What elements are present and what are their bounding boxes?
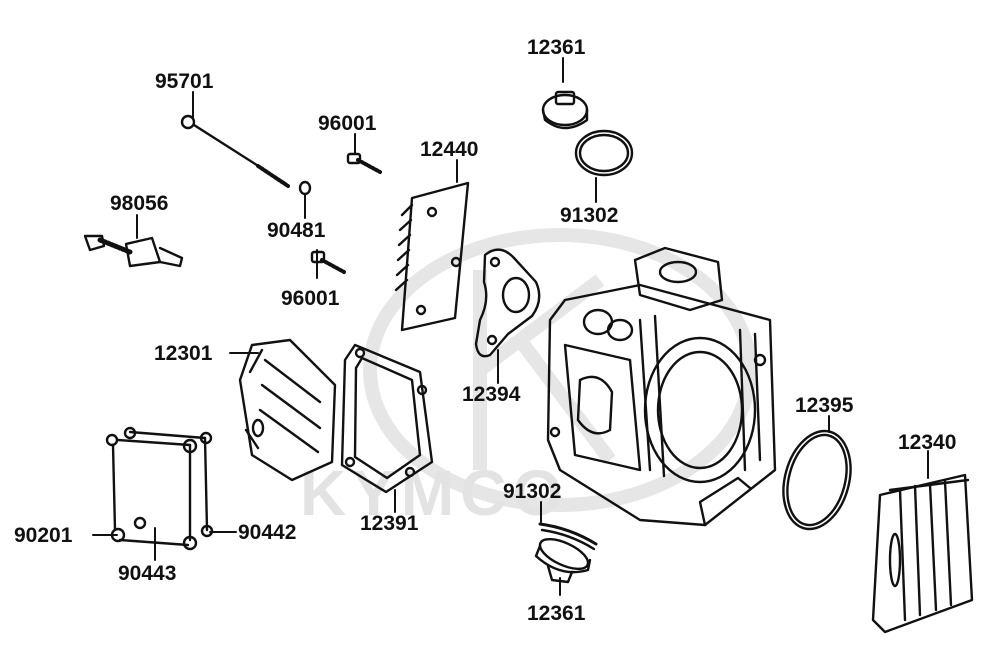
callout-12391: 12391: [360, 512, 419, 535]
tappet-cap-icon: [534, 537, 592, 584]
callout-90442: 90442: [238, 521, 297, 544]
stud-bolt-icon: [180, 114, 290, 188]
nut-icon: [110, 527, 126, 543]
tappet-cap-icon: [541, 90, 589, 130]
washer-icon: [200, 524, 214, 538]
leader-lines: [92, 57, 929, 596]
callout-12301: 12301: [154, 342, 213, 365]
side-cover-icon: [871, 473, 974, 634]
watermark-text: KYMCO: [300, 457, 568, 529]
callout-96001: 96001: [318, 112, 377, 135]
kymco-watermark: [363, 228, 757, 512]
callout-12394: 12394: [462, 383, 521, 406]
guide-plate-icon: [394, 181, 470, 332]
callout-91302-lower: 91302: [503, 480, 562, 503]
washer-icon: [133, 516, 147, 530]
flange-bolt-icon: [310, 250, 346, 274]
callout-91302: 91302: [560, 204, 619, 227]
callout-90443: 90443: [118, 562, 177, 585]
callout-96001-lower: 96001: [281, 287, 340, 310]
callout-12340: 12340: [898, 431, 957, 454]
o-ring-icon: [574, 129, 634, 177]
callout-12440: 12440: [420, 138, 479, 161]
callout-90481: 90481: [267, 219, 326, 242]
nut-icon: [123, 426, 137, 440]
nut-icon: [182, 535, 198, 551]
o-ring-icon: [782, 429, 852, 531]
nut-icon: [105, 433, 119, 447]
callout-12395: 12395: [795, 394, 854, 417]
nut-icon: [182, 438, 198, 454]
washer-icon: [298, 180, 312, 196]
nut-icon: [199, 431, 213, 445]
manifold-gasket-icon: [474, 248, 541, 358]
flange-bolt-icon: [346, 152, 382, 174]
spark-plug-icon: [83, 234, 184, 268]
callout-90201: 90201: [14, 524, 73, 547]
callout-98056: 98056: [110, 192, 169, 215]
head-cover-gasket-icon: [340, 343, 434, 494]
callout-12361: 12361: [527, 36, 586, 59]
cylinder-head-icon: [546, 246, 777, 527]
callout-95701: 95701: [155, 70, 214, 93]
cylinder-head-cover-icon: [238, 338, 337, 482]
o-ring-icon: [538, 522, 598, 551]
stud-set-icon: [111, 430, 209, 547]
callout-12361-lower: 12361: [527, 602, 586, 625]
